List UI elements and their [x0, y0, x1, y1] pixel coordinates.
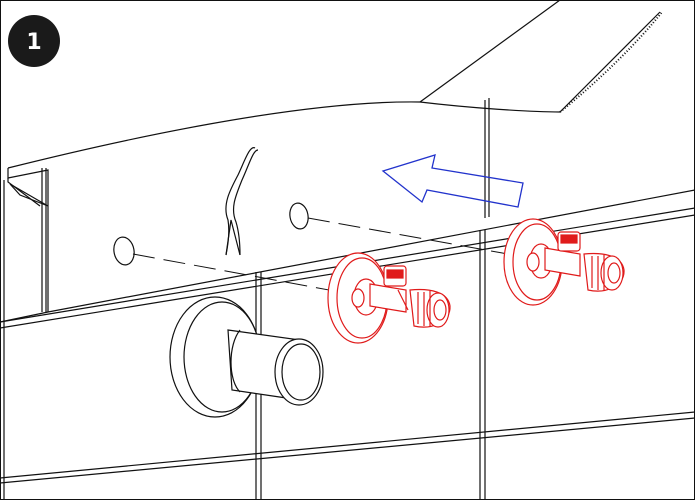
- step-badge: 1: [8, 15, 60, 67]
- arrow-left-icon: [381, 154, 524, 208]
- step-badge-circle: [8, 15, 60, 67]
- angle-valve-back: [503, 218, 625, 306]
- angle-valve-front: [327, 252, 451, 344]
- step-number: 1: [26, 30, 41, 55]
- wall-hole-left: [113, 236, 135, 266]
- appliance-body: [0, 0, 695, 323]
- wall-hole-right: [289, 202, 309, 230]
- alignment-lines: [132, 217, 509, 293]
- wall-holes: [113, 202, 309, 266]
- pipe-stub-icon: [169, 296, 324, 418]
- cable: [225, 147, 259, 256]
